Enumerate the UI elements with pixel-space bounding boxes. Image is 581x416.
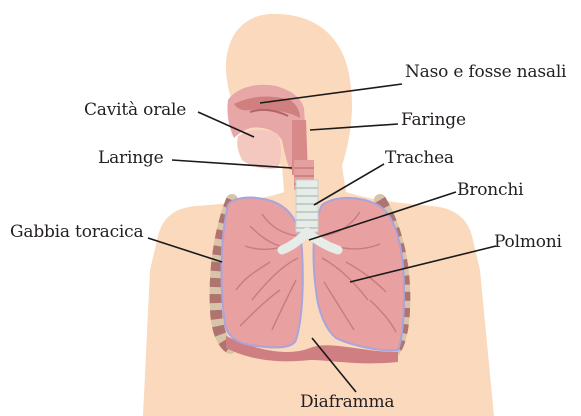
label-lungs: Polmoni	[494, 232, 562, 252]
label-rib-cage: Gabbia toracica	[10, 222, 143, 242]
label-nose: Naso e fosse nasali	[405, 62, 566, 82]
trachea-shape	[296, 180, 318, 232]
label-trachea: Trachea	[385, 148, 454, 168]
label-diaphragm: Diaframma	[300, 392, 394, 412]
right-lung	[314, 198, 404, 350]
label-larynx: Laringe	[98, 148, 163, 168]
label-bronchi: Bronchi	[457, 180, 523, 200]
label-pharynx: Faringe	[401, 110, 466, 130]
label-oral-cavity: Cavità orale	[84, 100, 186, 120]
left-lung	[222, 198, 303, 348]
